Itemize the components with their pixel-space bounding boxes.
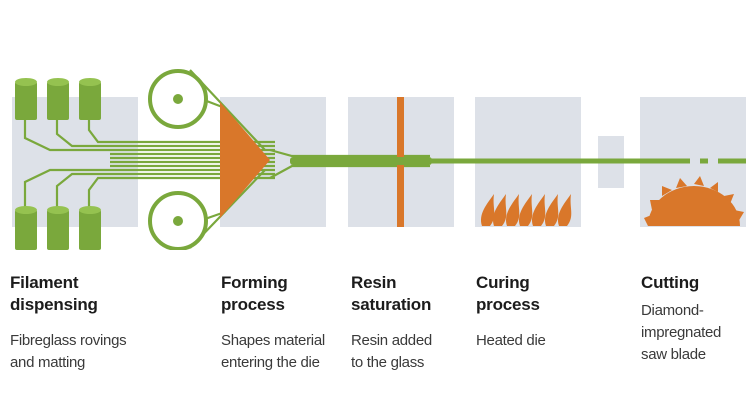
spool-icons bbox=[15, 78, 101, 250]
spool-icon bbox=[79, 206, 101, 214]
stage-title: Filament dispensing bbox=[10, 272, 126, 316]
heater-flames-icon bbox=[481, 194, 572, 226]
spool-icon bbox=[15, 82, 37, 120]
stage-title-line: process bbox=[221, 295, 285, 314]
pultrusion-diagram bbox=[12, 69, 746, 250]
saw-blade-icon bbox=[644, 176, 744, 226]
stage-description: Shapes material entering the die bbox=[221, 330, 325, 374]
spool-icon bbox=[79, 82, 101, 120]
stage-title-line: Curing bbox=[476, 273, 530, 292]
product-rod bbox=[290, 157, 432, 165]
roller-icons bbox=[148, 69, 208, 250]
stage-desc-line: saw blade bbox=[641, 346, 706, 363]
stage-desc-line: entering the die bbox=[221, 354, 320, 371]
forming-die-icon bbox=[220, 102, 270, 218]
stage-title-line: dispensing bbox=[10, 295, 98, 314]
stage-desc-line: to the glass bbox=[351, 354, 425, 371]
stage-forming-process: Forming process Shapes material entering… bbox=[221, 272, 325, 374]
stage-title-line: Filament bbox=[10, 273, 79, 292]
stage-title-line: Forming bbox=[221, 273, 288, 292]
roller-hub-icon bbox=[173, 94, 183, 104]
spool-icon bbox=[79, 210, 101, 250]
spool-icon bbox=[47, 206, 69, 214]
spool-icon bbox=[15, 206, 37, 214]
stage-filament-dispensing: Filament dispensing Fibreglass rovings a… bbox=[10, 272, 127, 374]
stage-title-line: Cutting bbox=[641, 273, 700, 292]
spool-icon bbox=[15, 210, 37, 250]
stage-desc-line: Diamond- bbox=[641, 302, 704, 319]
spool-icon bbox=[79, 78, 101, 86]
stage-curing-process: Curing process Heated die bbox=[476, 272, 546, 352]
stage-title: Forming process bbox=[221, 272, 325, 316]
stage-description: Heated die bbox=[476, 330, 546, 352]
stage-desc-line: and matting bbox=[10, 354, 86, 371]
stage-title: Cutting bbox=[641, 272, 721, 294]
stage-desc-line: Shapes material bbox=[221, 332, 325, 349]
spool-icon bbox=[47, 210, 69, 250]
spool-icon bbox=[47, 78, 69, 86]
stage-title: Resin saturation bbox=[351, 272, 432, 316]
stage-desc-line: Heated die bbox=[476, 332, 546, 349]
stage-title: Curing process bbox=[476, 272, 546, 316]
stage-title-line: saturation bbox=[351, 295, 432, 314]
stage-desc-line: impregnated bbox=[641, 324, 722, 341]
roller-hub-icon bbox=[173, 216, 183, 226]
stage-resin-saturation: Resin saturation Resin added to the glas… bbox=[351, 272, 432, 374]
spool-icon bbox=[15, 78, 37, 86]
stage-cutting: Cutting Diamond- impregnated saw blade bbox=[641, 272, 721, 366]
stage-description: Fibreglass rovings and matting bbox=[10, 330, 127, 374]
stage-description: Resin added to the glass bbox=[351, 330, 432, 374]
stage-title-line: Resin bbox=[351, 273, 397, 292]
stage-desc-line: Fibreglass rovings bbox=[10, 332, 127, 349]
stage-description: Diamond- impregnated saw blade bbox=[641, 300, 721, 366]
stage-desc-line: Resin added bbox=[351, 332, 432, 349]
spool-icon bbox=[47, 82, 69, 120]
stage-title-line: process bbox=[476, 295, 540, 314]
